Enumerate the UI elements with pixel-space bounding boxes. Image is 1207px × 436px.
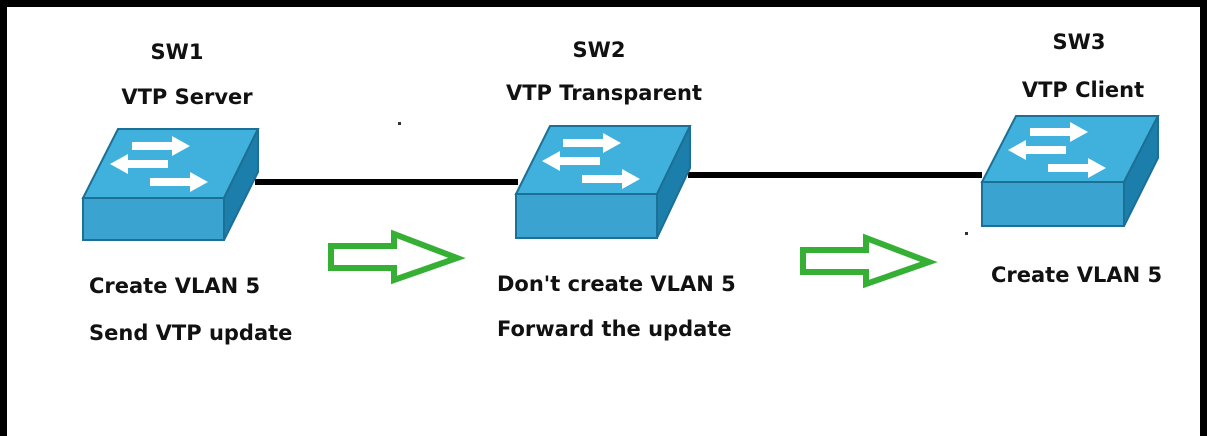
stray-mark: [965, 232, 968, 235]
sw2-action-1: Don't create VLAN 5: [497, 272, 736, 296]
sw1-action-1: Create VLAN 5: [89, 274, 260, 298]
update-arrow-1: [328, 229, 466, 285]
sw1-role: VTP Server: [121, 85, 253, 109]
sw2-action-2: Forward the update: [497, 317, 732, 341]
switch-sw3-icon: [980, 115, 1160, 227]
stray-mark: [398, 122, 401, 125]
sw3-name: SW3: [1053, 30, 1106, 54]
sw1-name: SW1: [151, 40, 204, 64]
update-arrow-2: [800, 233, 938, 289]
switch-sw2-icon: [514, 125, 692, 239]
sw1-action-2: Send VTP update: [89, 321, 292, 345]
sw3-role: VTP Client: [1022, 78, 1144, 102]
sw3-action-1: Create VLAN 5: [991, 263, 1162, 287]
sw2-name: SW2: [573, 38, 626, 62]
switch-sw1-icon: [81, 128, 260, 241]
sw2-role: VTP Transparent: [506, 81, 702, 105]
